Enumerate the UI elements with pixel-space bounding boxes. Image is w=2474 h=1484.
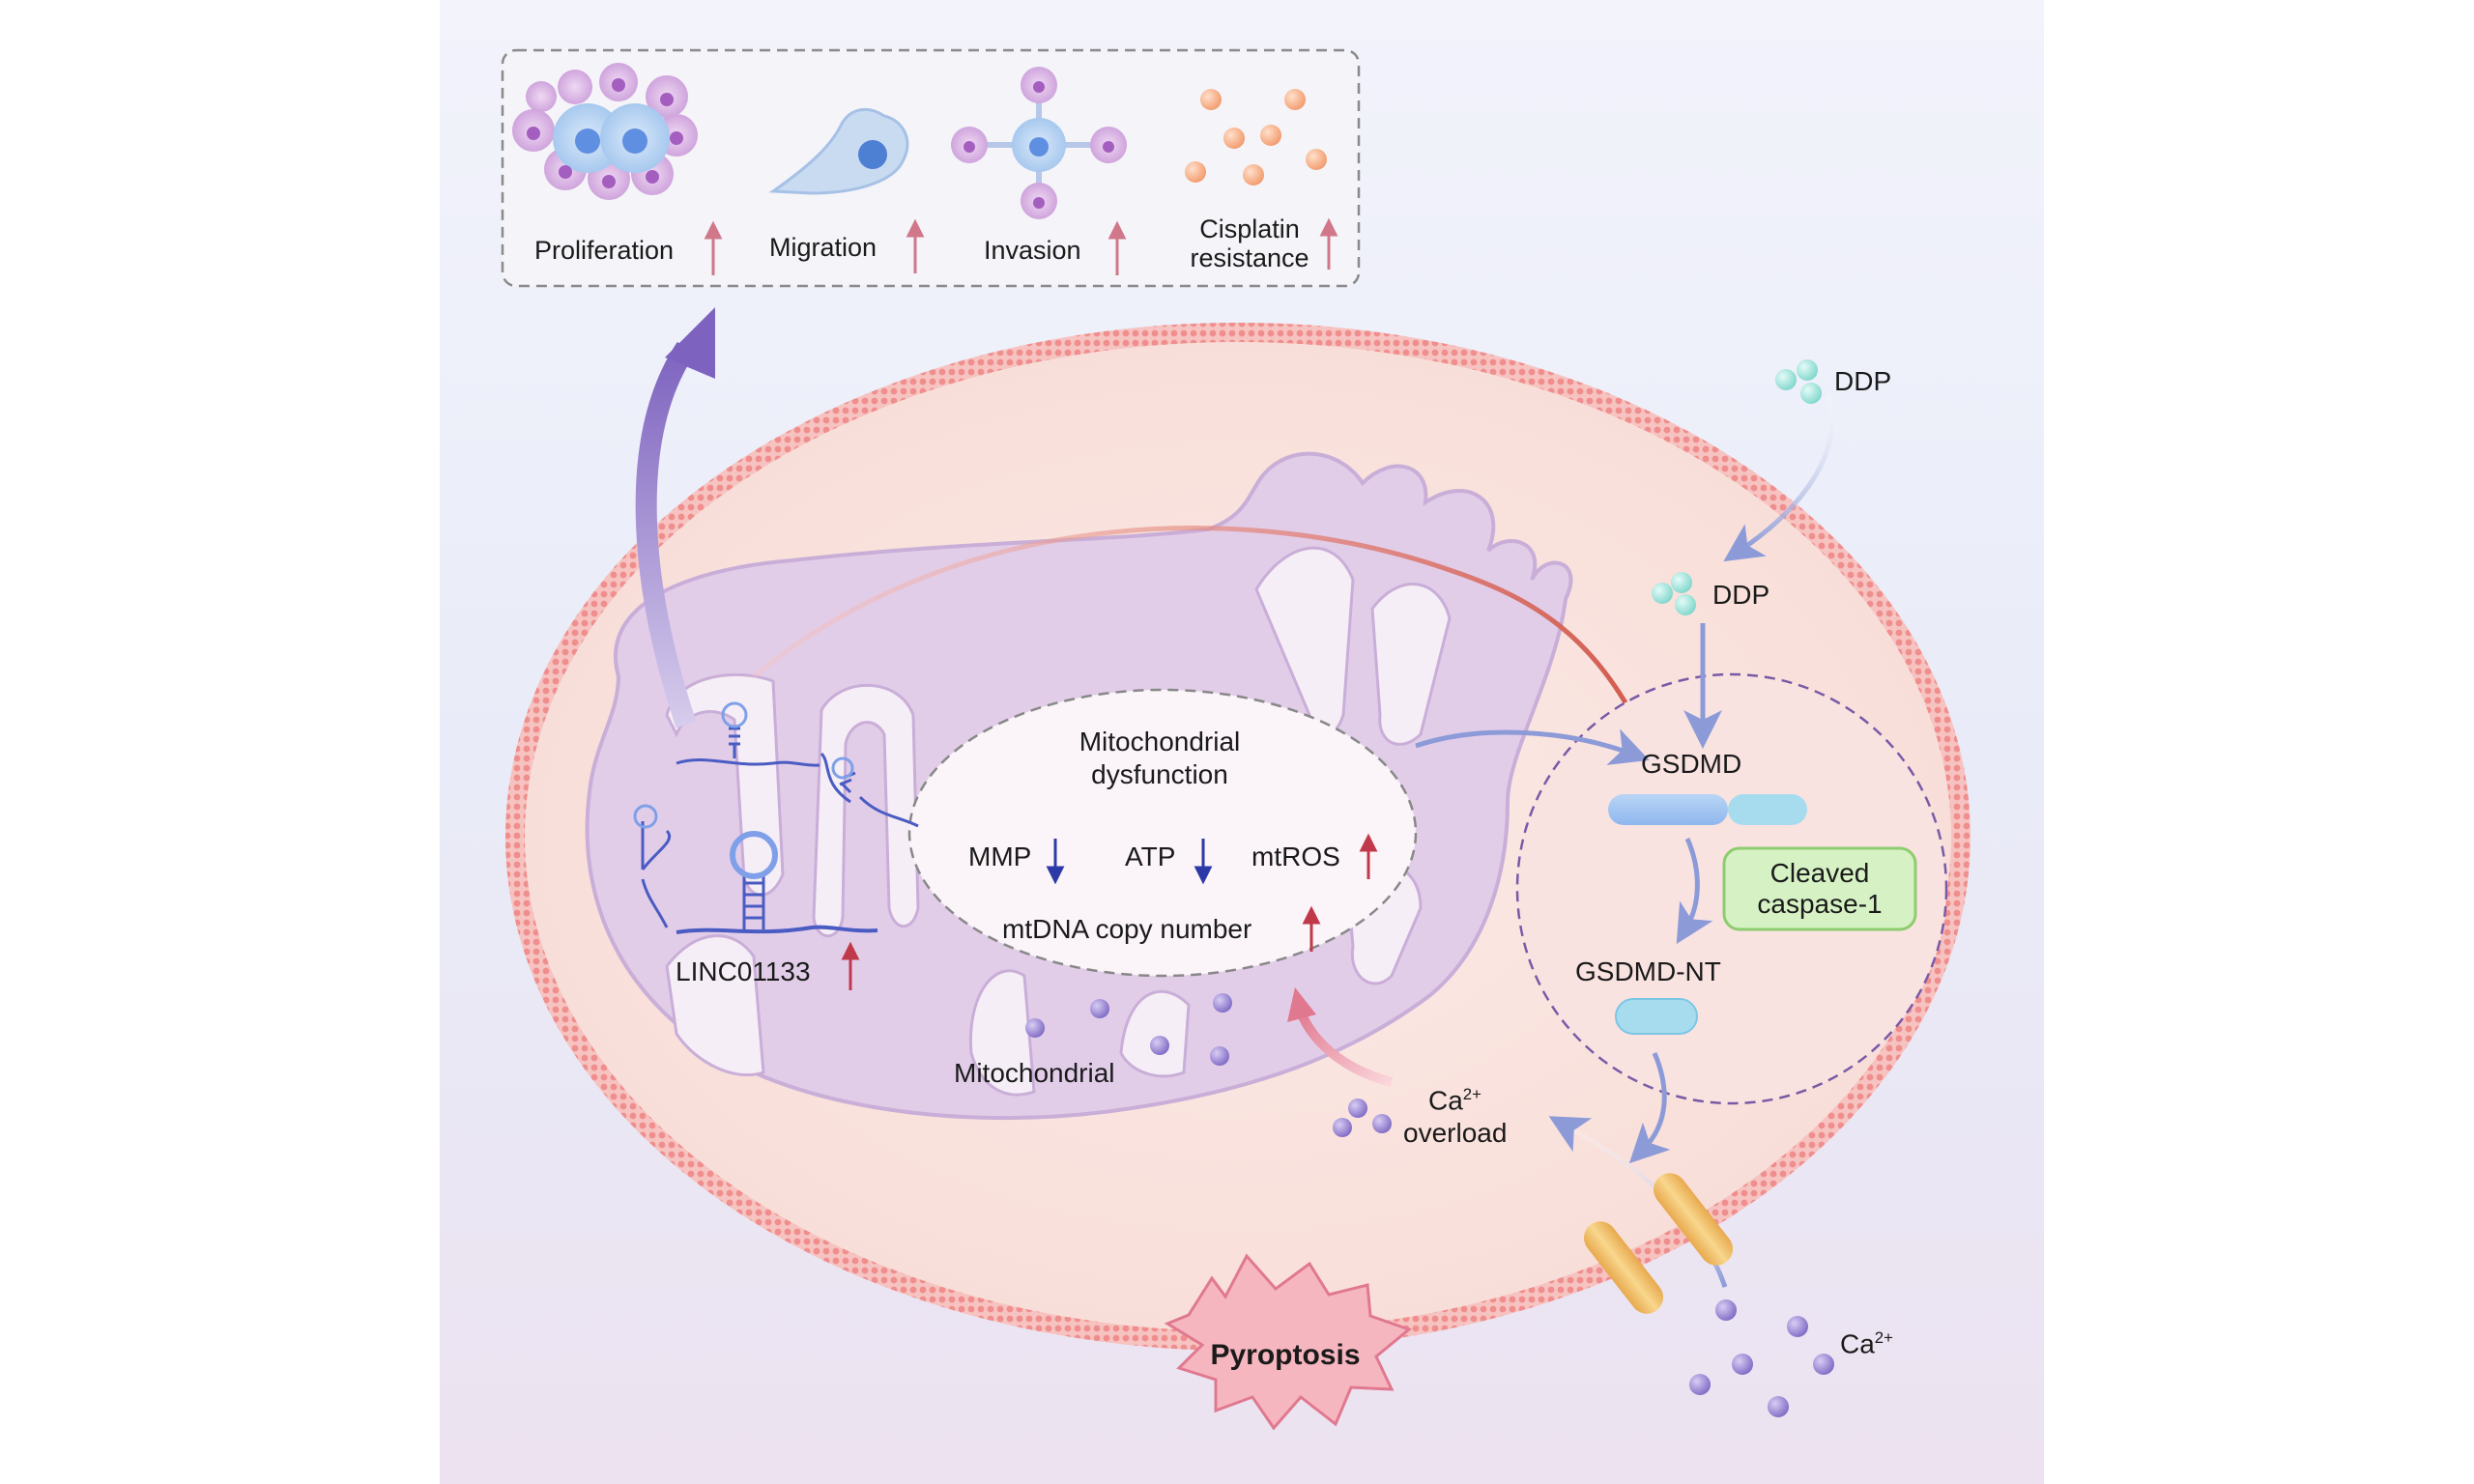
pyroptosis-burst	[1164, 1253, 1413, 1431]
ca-outside-base: Ca	[1840, 1328, 1875, 1359]
ddp-outside-icon	[1775, 359, 1822, 404]
cleavage-arrow	[1676, 837, 1713, 945]
label-pyroptosis: Pyroptosis	[1210, 1339, 1361, 1371]
label-migration: Migration	[769, 233, 877, 262]
mito-calcium-ions	[1025, 993, 1232, 1066]
label-gsdmd: GSDMD	[1641, 749, 1742, 779]
invasion-icon	[951, 67, 1127, 219]
external-calcium-icon	[1689, 1299, 1834, 1417]
lnc-up-arrow	[841, 941, 860, 990]
phenotype-box	[501, 48, 1361, 288]
label-proliferation: Proliferation	[534, 236, 675, 265]
label-linc01133: LINC01133	[676, 956, 811, 986]
mtros-up-arrow	[1359, 833, 1378, 879]
ca-overload-base: Ca	[1428, 1085, 1463, 1116]
gsdmd-nt-protein	[1615, 998, 1698, 1035]
label-ca-overload-2: overload	[1403, 1118, 1508, 1148]
cisplatin-balls-icon	[1185, 89, 1327, 186]
dysfunction-to-gsdmd-arrow	[1415, 728, 1650, 765]
ca-outside-sup: 2+	[1874, 1328, 1893, 1347]
phenotype-up-arrows	[704, 217, 1338, 275]
label-dysfunction-1: Mitochondrial	[1079, 727, 1241, 756]
ca-overload-sup: 2+	[1462, 1085, 1482, 1103]
migration-icon	[768, 107, 909, 195]
label-caspase-2: caspase-1	[1757, 889, 1883, 919]
overload-to-mito-arrow	[1287, 987, 1394, 1087]
label-ca-overload-1: Ca2+	[1428, 1085, 1482, 1116]
gsdmd-protein	[1608, 794, 1807, 825]
atp-down-arrow	[1194, 839, 1213, 885]
label-invasion: Invasion	[984, 236, 1081, 265]
label-mtdna: mtDNA copy number	[1002, 914, 1252, 944]
mmp-down-arrow	[1046, 839, 1065, 885]
label-ca-outside: Ca2+	[1840, 1328, 1893, 1359]
label-ddp-inside: DDP	[1712, 580, 1770, 610]
gsdmd-nt-to-membrane-arrow	[1628, 1052, 1671, 1164]
caspase-box	[1722, 846, 1917, 931]
label-mmp: MMP	[968, 842, 1032, 871]
label-gsdmd-nt: GSDMD-NT	[1575, 956, 1721, 986]
dysfunction-region	[907, 688, 1418, 978]
ddp-entry-arrow	[1723, 395, 1835, 562]
overload-calcium-icon	[1333, 1099, 1392, 1137]
label-cisplatin-1: Cisplatin	[1199, 214, 1300, 243]
label-cisplatin-2: resistance	[1190, 243, 1309, 272]
proliferation-icon	[512, 63, 698, 200]
label-dysfunction-2: dysfunction	[1091, 759, 1228, 789]
lnc-rna-icon	[633, 701, 919, 934]
membrane-channel	[1583, 1173, 1734, 1314]
label-caspase-1: Cleaved	[1769, 858, 1870, 888]
promotion-arrow	[635, 307, 715, 728]
label-mtros: mtROS	[1251, 842, 1340, 871]
label-ddp-outside: DDP	[1834, 366, 1892, 396]
label-atp: ATP	[1125, 842, 1176, 871]
mtdna-up-arrow	[1302, 905, 1321, 952]
label-mitochondrial: Mitochondrial	[954, 1058, 1115, 1088]
ddp-inside-icon	[1652, 572, 1696, 615]
